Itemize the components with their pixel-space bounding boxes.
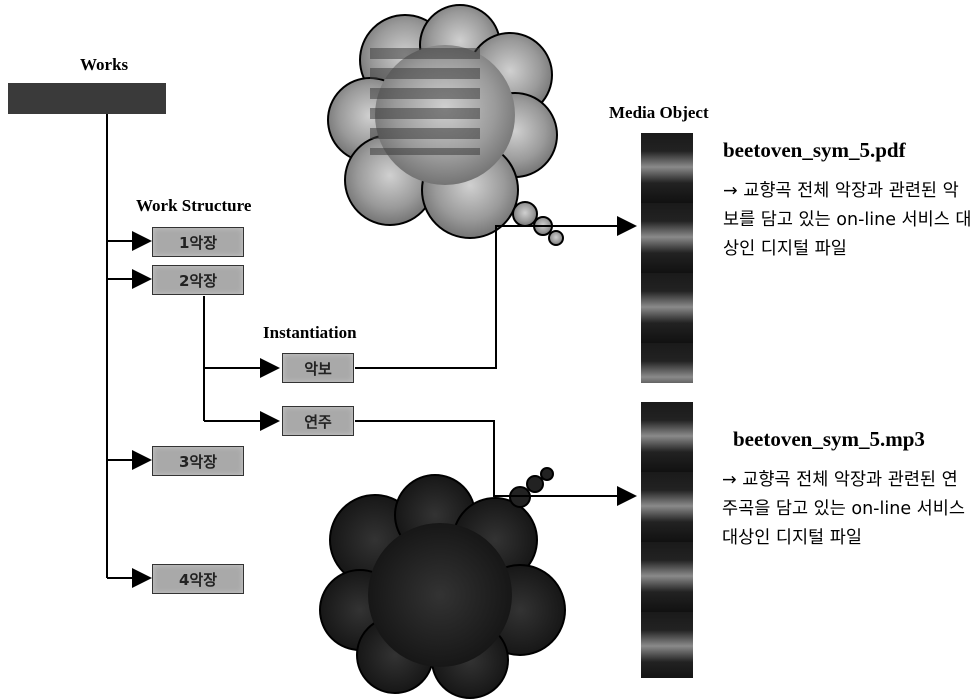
media-object-pdf bbox=[641, 133, 693, 383]
mp3-file-name: beetoven_sym_5.mp3 bbox=[733, 427, 925, 451]
movement-3-node: 3악장 bbox=[152, 446, 244, 476]
score-node: 악보 bbox=[282, 353, 354, 383]
works-label: Works bbox=[80, 55, 129, 74]
works-node bbox=[8, 83, 166, 114]
movement-4-node: 4악장 bbox=[152, 564, 244, 594]
media-object-mp3 bbox=[641, 402, 693, 678]
movement-2-node: 2악장 bbox=[152, 265, 244, 295]
work-structure-label: Work Structure bbox=[136, 196, 252, 215]
mp3-file-description: → 교향곡 전체 악장과 관련된 연주곡을 담고 있는 on-line 서비스 … bbox=[722, 470, 965, 548]
instantiation-label: Instantiation bbox=[263, 323, 357, 342]
pdf-file-name: beetoven_sym_5.pdf bbox=[723, 138, 906, 162]
cloud-top-text-block bbox=[370, 45, 480, 155]
media-object-label: Media Object bbox=[609, 103, 709, 122]
pdf-file-description: → 교향곡 전체 악장과 관련된 악보를 담고 있는 on-line 서비스 대… bbox=[723, 181, 972, 259]
performance-node: 연주 bbox=[282, 406, 354, 436]
movement-1-node: 1악장 bbox=[152, 227, 244, 257]
cloud-bottom bbox=[319, 467, 566, 699]
